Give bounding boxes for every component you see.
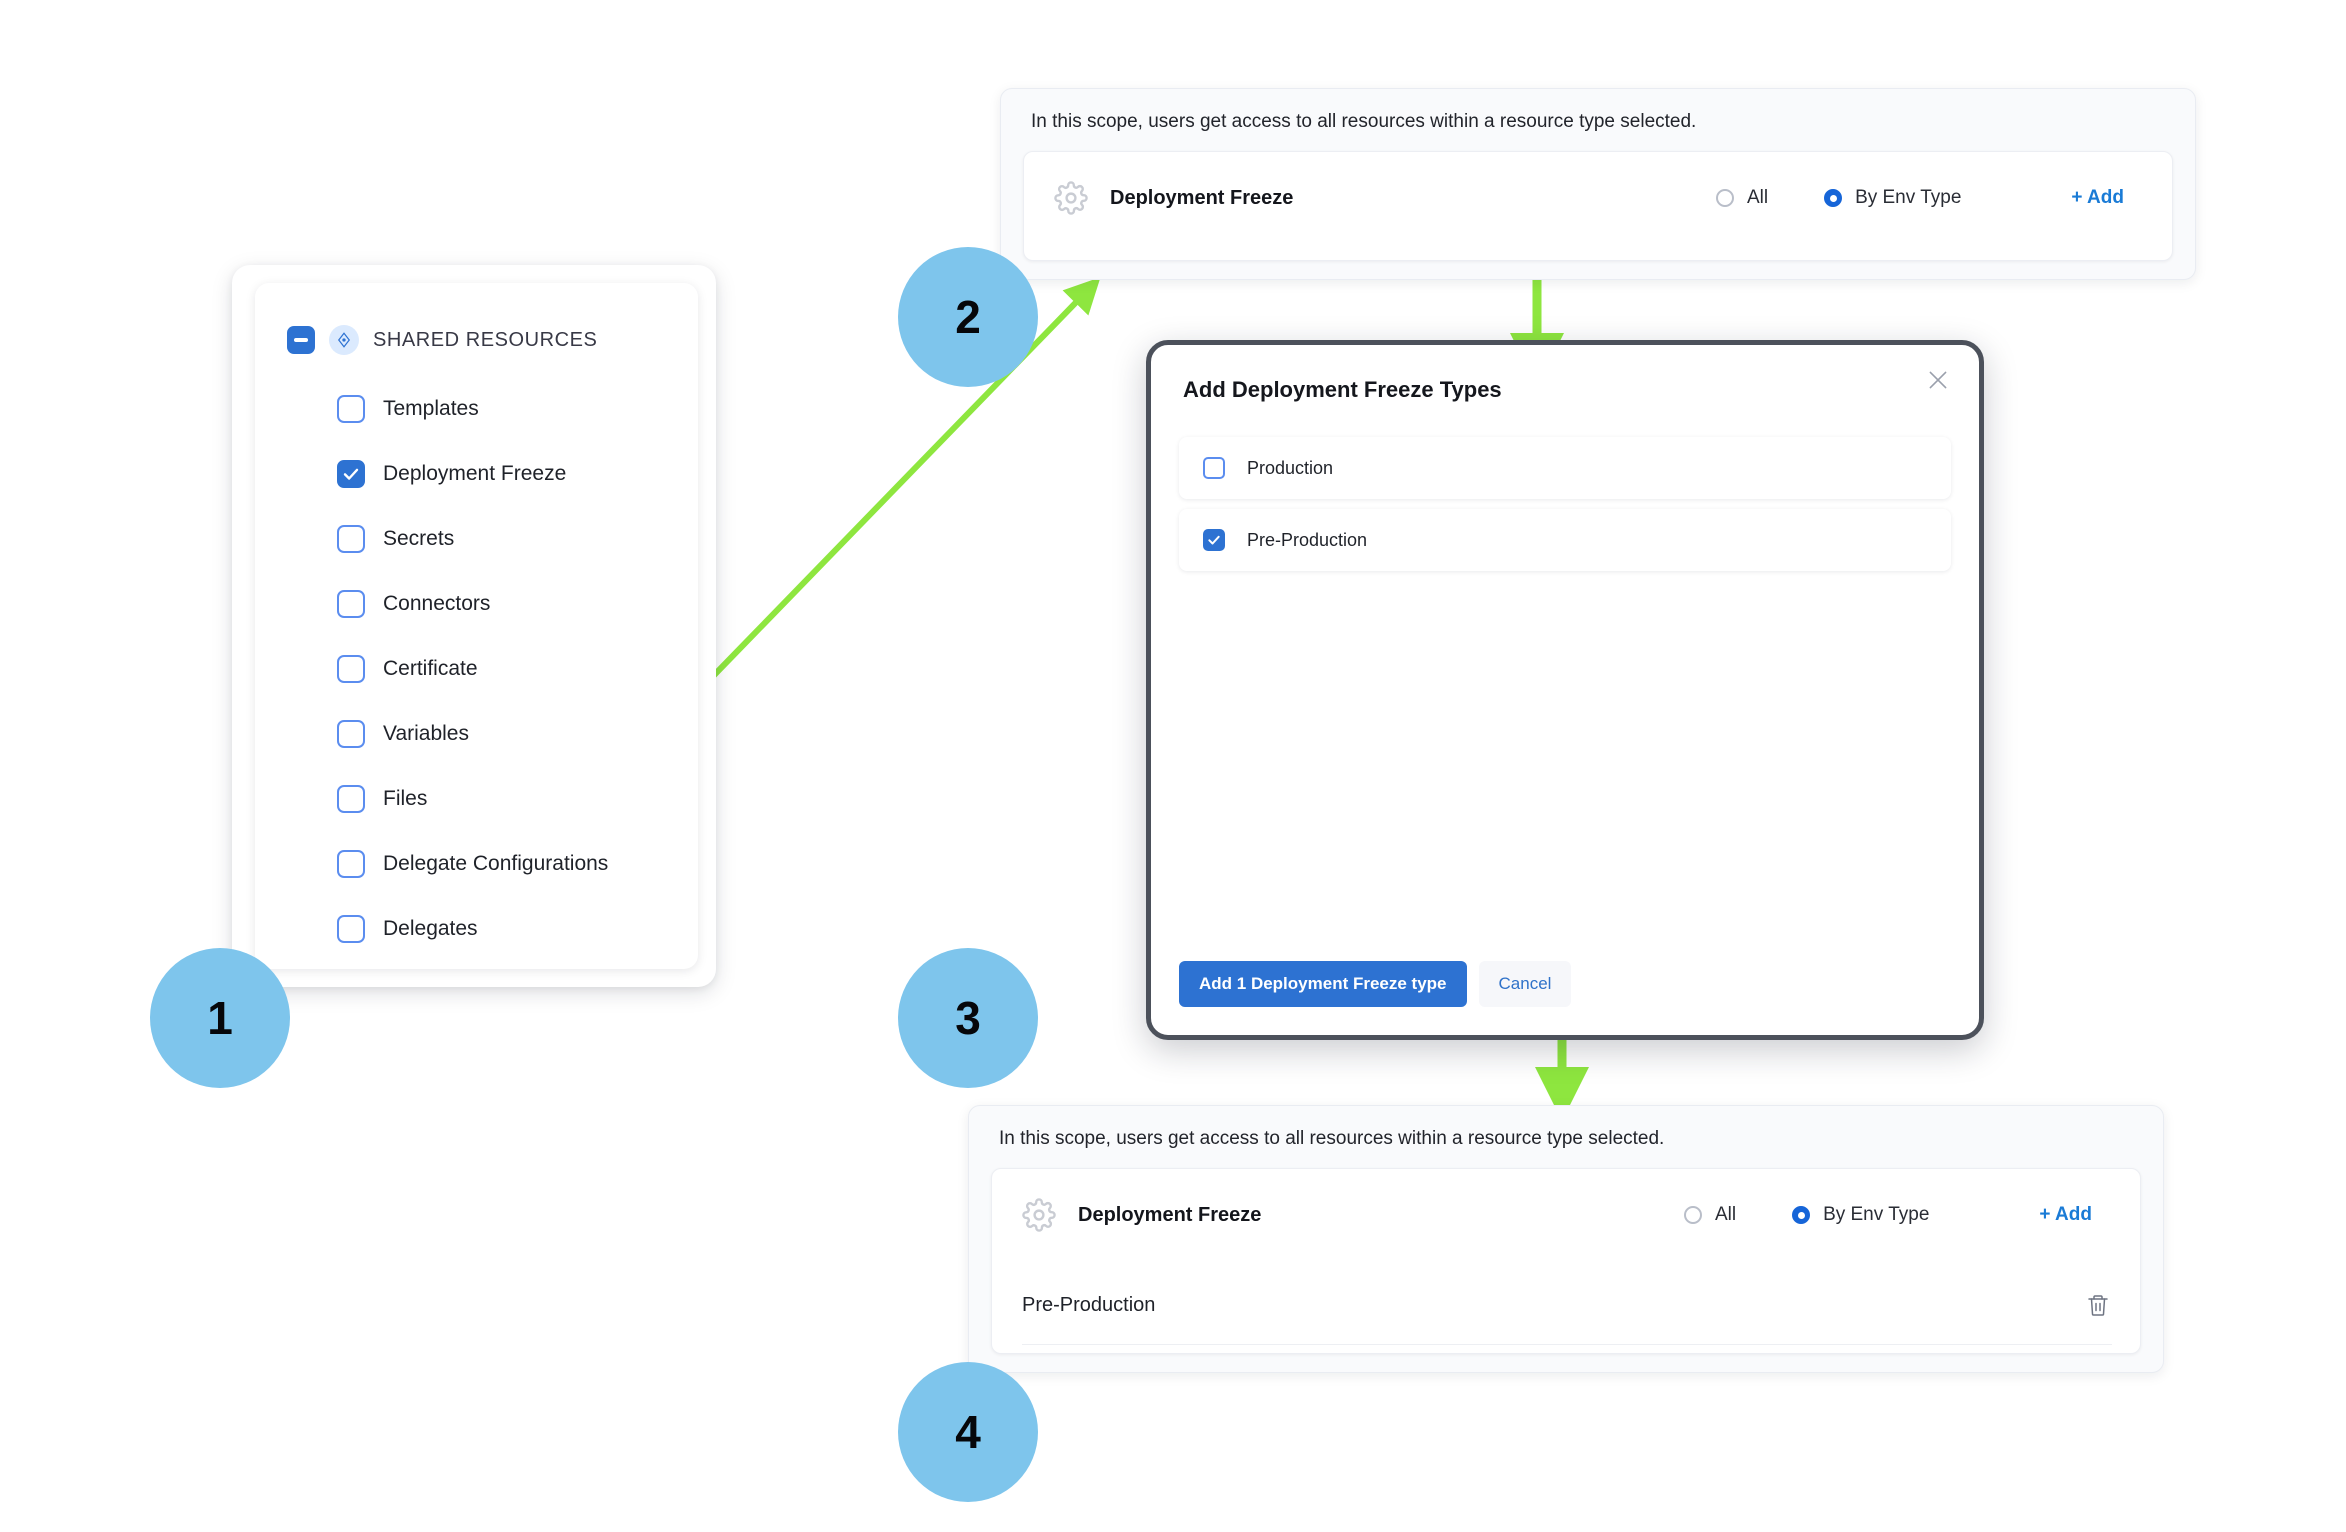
- list-item-label: Connectors: [383, 591, 491, 615]
- list-item[interactable]: Templates: [337, 387, 697, 430]
- checkbox-production[interactable]: [1203, 457, 1225, 479]
- checkbox-variables[interactable]: [337, 719, 365, 748]
- checkbox-certificate[interactable]: [337, 654, 365, 683]
- add-button[interactable]: + Add: [2071, 187, 2124, 208]
- selected-env-type-label: Pre-Production: [1022, 1294, 1156, 1316]
- resource-type-card: Deployment Freeze All By Env Type + Add: [1023, 151, 2173, 261]
- modal-footer: Add 1 Deployment Freeze type Cancel: [1179, 961, 1572, 1007]
- list-item-label: Pre-Production: [1247, 529, 1368, 550]
- step-badge-number: 3: [955, 992, 981, 1044]
- add-freeze-types-button[interactable]: Add 1 Deployment Freeze type: [1179, 961, 1467, 1007]
- step-badge-number: 4: [955, 1406, 981, 1458]
- list-item[interactable]: Pre-Production: [1179, 509, 1951, 571]
- list-item-label: Delegates: [383, 916, 478, 940]
- list-item[interactable]: Delegate Configurations: [337, 842, 697, 885]
- list-item-label: Secrets: [383, 526, 455, 550]
- resource-nodes-icon: [329, 325, 359, 355]
- scope-controls: All By Env Type + Add: [1683, 1204, 2140, 1226]
- checkbox-pre-production[interactable]: [1203, 529, 1225, 551]
- list-item[interactable]: Connectors: [337, 582, 697, 625]
- step-badge-4: 4: [898, 1362, 1038, 1502]
- radio-label: By Env Type: [1823, 1204, 1930, 1225]
- close-icon[interactable]: [1925, 367, 1955, 397]
- list-item-label: Certificate: [383, 656, 478, 680]
- list-item[interactable]: Secrets: [337, 517, 697, 560]
- radio-label: By Env Type: [1855, 187, 1962, 208]
- modal-title: Add Deployment Freeze Types: [1183, 377, 1502, 402]
- list-item-label: Variables: [383, 721, 469, 745]
- radio-option-by-env-type[interactable]: By Env Type: [1792, 1204, 1929, 1226]
- list-item-label: Deployment Freeze: [383, 461, 567, 485]
- list-item[interactable]: Production: [1179, 437, 1951, 499]
- list-item-label: Files: [383, 786, 428, 810]
- list-item[interactable]: Files: [337, 777, 697, 820]
- radio-option-by-env-type[interactable]: By Env Type: [1824, 187, 1961, 209]
- scope-note: In this scope, users get access to all r…: [1031, 111, 1697, 132]
- scope-note: In this scope, users get access to all r…: [999, 1128, 1665, 1149]
- gear-icon: [1054, 181, 1088, 215]
- radio-all[interactable]: [1683, 1206, 1702, 1224]
- resource-type-row: Deployment Freeze All By Env Type + Add: [992, 1169, 2140, 1261]
- checkbox-templates[interactable]: [337, 394, 365, 423]
- resource-type-name: Deployment Freeze: [1078, 1203, 1262, 1226]
- step-badge-3: 3: [898, 948, 1038, 1088]
- list-item[interactable]: Delegates: [337, 907, 697, 950]
- checkbox-secrets[interactable]: [337, 524, 365, 553]
- shared-resources-header[interactable]: SHARED RESOURCES: [287, 325, 597, 355]
- trash-icon[interactable]: [2086, 1292, 2112, 1320]
- checkbox-connectors[interactable]: [337, 589, 365, 618]
- resource-type-name: Deployment Freeze: [1110, 186, 1294, 209]
- step-badge-number: 1: [207, 992, 233, 1044]
- gear-icon: [1022, 1198, 1056, 1232]
- resource-type-card: Deployment Freeze All By Env Type + Add …: [991, 1168, 2141, 1354]
- cancel-button[interactable]: Cancel: [1478, 961, 1572, 1007]
- list-item[interactable]: Deployment Freeze: [337, 452, 697, 495]
- shared-resources-panel: SHARED RESOURCES Templates Deployment Fr…: [255, 283, 698, 969]
- step-badge-2: 2: [898, 247, 1038, 387]
- radio-by-env-type[interactable]: [1792, 1206, 1811, 1224]
- add-deployment-freeze-types-modal: Add Deployment Freeze Types Production P…: [1146, 340, 1984, 1040]
- scope-controls: All By Env Type + Add: [1715, 187, 2172, 209]
- list-item-label: Delegate Configurations: [383, 851, 609, 875]
- shared-resources-select-all-checkbox[interactable]: [287, 326, 315, 354]
- table-row: Pre-Production: [1022, 1267, 2112, 1345]
- step-badge-number: 2: [955, 291, 981, 343]
- list-item-label: Templates: [383, 396, 479, 420]
- list-item-label: Production: [1247, 457, 1334, 478]
- freeze-type-options: Production Pre-Production: [1179, 437, 1951, 581]
- checkbox-files[interactable]: [337, 784, 365, 813]
- radio-by-env-type[interactable]: [1824, 189, 1843, 207]
- radio-option-all[interactable]: All: [1715, 187, 1769, 209]
- shared-resources-title: SHARED RESOURCES: [373, 328, 598, 351]
- radio-all[interactable]: [1715, 189, 1734, 207]
- shared-resources-list: Templates Deployment Freeze Secrets Conn…: [337, 387, 697, 972]
- list-item[interactable]: Variables: [337, 712, 697, 755]
- resource-type-row: Deployment Freeze All By Env Type + Add: [1024, 152, 2172, 244]
- radio-label: All: [1746, 187, 1769, 208]
- checkbox-delegate-configurations[interactable]: [337, 849, 365, 878]
- checkbox-delegates[interactable]: [337, 914, 365, 943]
- scope-panel-after: In this scope, users get access to all r…: [968, 1105, 2164, 1373]
- add-button[interactable]: + Add: [2039, 1204, 2092, 1225]
- step-badge-1: 1: [150, 948, 290, 1088]
- scope-panel-before: In this scope, users get access to all r…: [1000, 88, 2196, 280]
- radio-option-all[interactable]: All: [1683, 1204, 1737, 1226]
- list-item[interactable]: Certificate: [337, 647, 697, 690]
- checkbox-deployment-freeze[interactable]: [337, 459, 365, 488]
- radio-label: All: [1714, 1204, 1737, 1225]
